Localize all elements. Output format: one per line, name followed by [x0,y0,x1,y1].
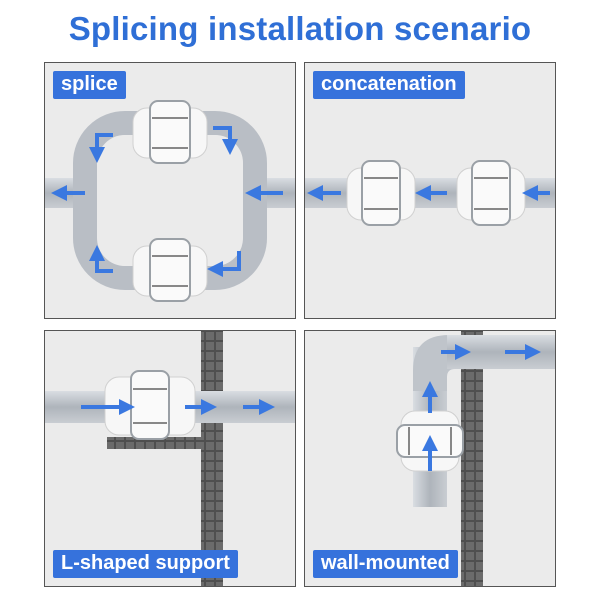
label-splice: splice [53,71,126,99]
panel-l-shaped-support: L-shaped support [44,330,296,587]
flow-arrows [51,126,283,277]
panel-wall-mounted: wall-mounted [304,330,556,587]
l-shaped-support-illustration [45,331,295,586]
flow-arrows [422,344,541,471]
panel-concatenation: concatenation [304,62,556,319]
l-support-vertical [201,331,223,586]
clamp-left [346,160,416,226]
clamp-top [132,100,208,164]
wall-mounted-illustration [396,331,555,586]
label-concatenation: concatenation [313,71,465,99]
panel-splice: splice [44,62,296,319]
page-title: Splicing installation scenario [68,10,532,47]
splice-illustration [45,100,295,302]
clamp-bottom [132,238,208,302]
label-wall-mounted: wall-mounted [313,550,458,578]
l-support-horizontal [107,437,223,449]
wall [461,331,483,586]
clamp-right [456,160,526,226]
concatenation-illustration [305,160,555,226]
label-l-shaped-support: L-shaped support [53,550,238,578]
